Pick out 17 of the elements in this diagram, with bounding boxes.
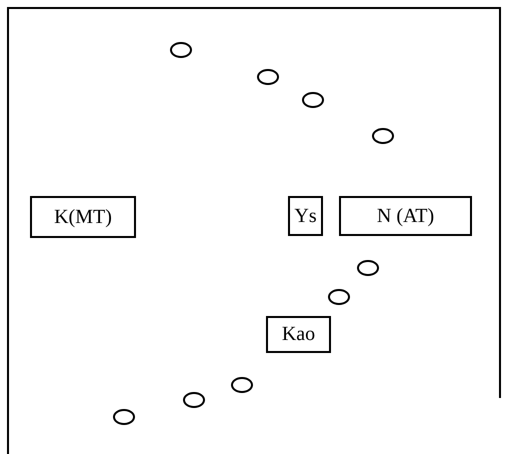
box-label: Kao bbox=[282, 323, 316, 346]
ellipse-shape bbox=[113, 409, 135, 425]
ellipse-shape bbox=[231, 377, 253, 393]
label-box bbox=[339, 196, 472, 236]
box-label: N (AT) bbox=[376, 204, 434, 228]
box-label: K(MT) bbox=[54, 206, 112, 228]
ellipse-shape bbox=[357, 260, 379, 276]
box-label: Ys bbox=[294, 204, 317, 228]
ellipse-shape bbox=[302, 92, 324, 108]
label-box bbox=[288, 196, 323, 236]
label-box bbox=[30, 196, 136, 238]
ellipse-shape bbox=[183, 392, 205, 408]
ellipse-shape bbox=[372, 128, 394, 144]
ellipse-shape bbox=[328, 289, 350, 305]
ellipse-shape bbox=[170, 42, 192, 58]
label-box bbox=[266, 316, 331, 353]
ellipse-shape bbox=[257, 69, 279, 85]
